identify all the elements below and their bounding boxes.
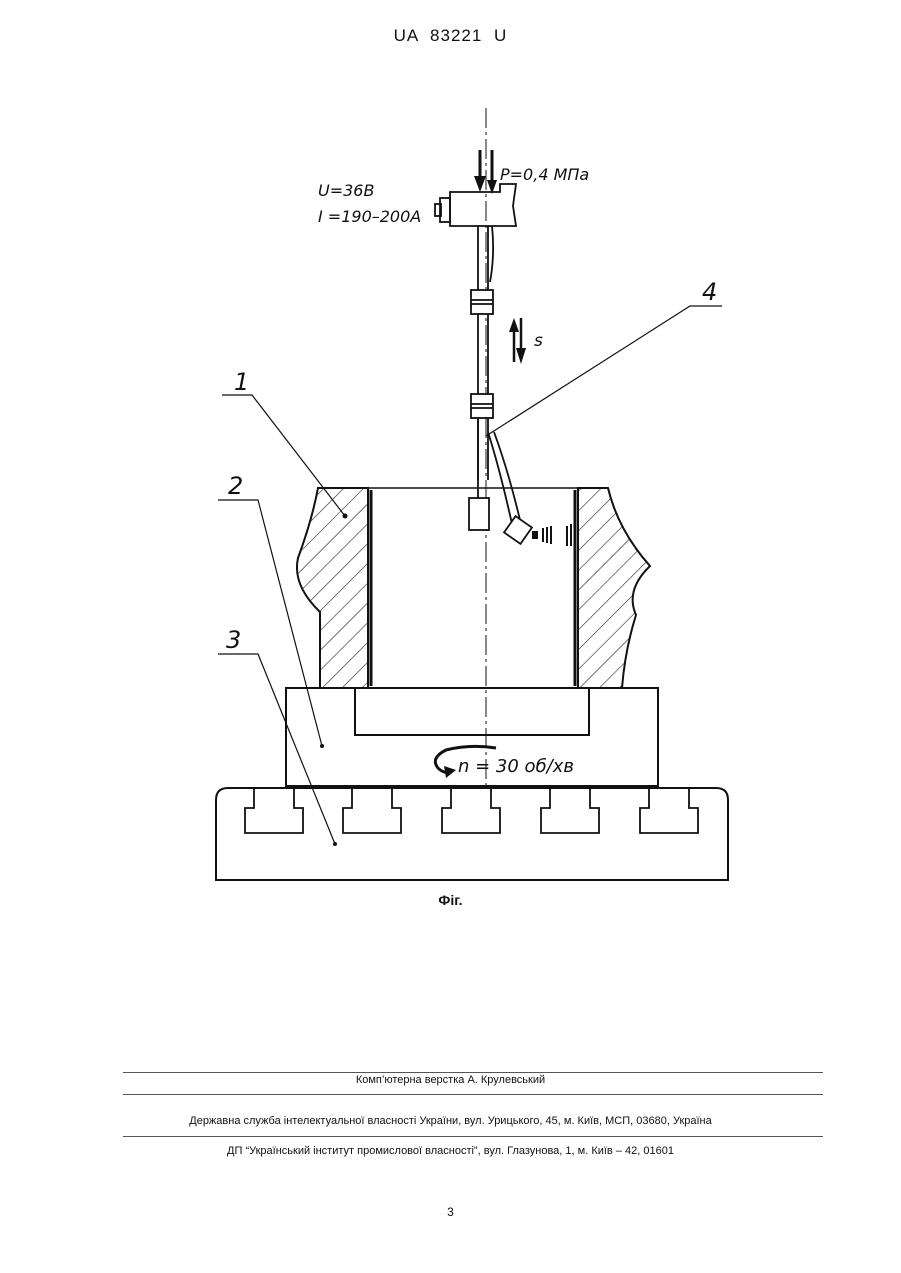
footer-divider-3 [123,1136,823,1137]
figure-caption: Фіг. [0,892,901,908]
voltage-label: U=36B [318,181,374,200]
current-label: I =190–200A [318,207,421,226]
feed-label: s [534,331,543,351]
base-table [216,788,728,880]
spray-cone [532,524,572,546]
rotation-label: n = 30 об/хв [458,756,574,777]
layout-credit: Комп’ютерна верстка А. Крулевський [0,1074,901,1086]
spray-tool [435,184,532,544]
page-number: 3 [0,1205,901,1219]
feed-arrows [509,318,526,364]
part-number-2: 2 [228,472,243,500]
part-number-3: 3 [226,626,241,654]
agency-address: Державна служба інтелектуальної власност… [0,1115,901,1127]
part-number-1: 1 [234,368,249,396]
institute-address: ДП “Український інститут промислової вла… [0,1145,901,1157]
footer-divider-1 [123,1072,823,1073]
part-number-4: 4 [702,278,717,306]
footer-divider-2 [123,1094,823,1095]
pressure-label: P=0,4 MПа [500,165,589,184]
